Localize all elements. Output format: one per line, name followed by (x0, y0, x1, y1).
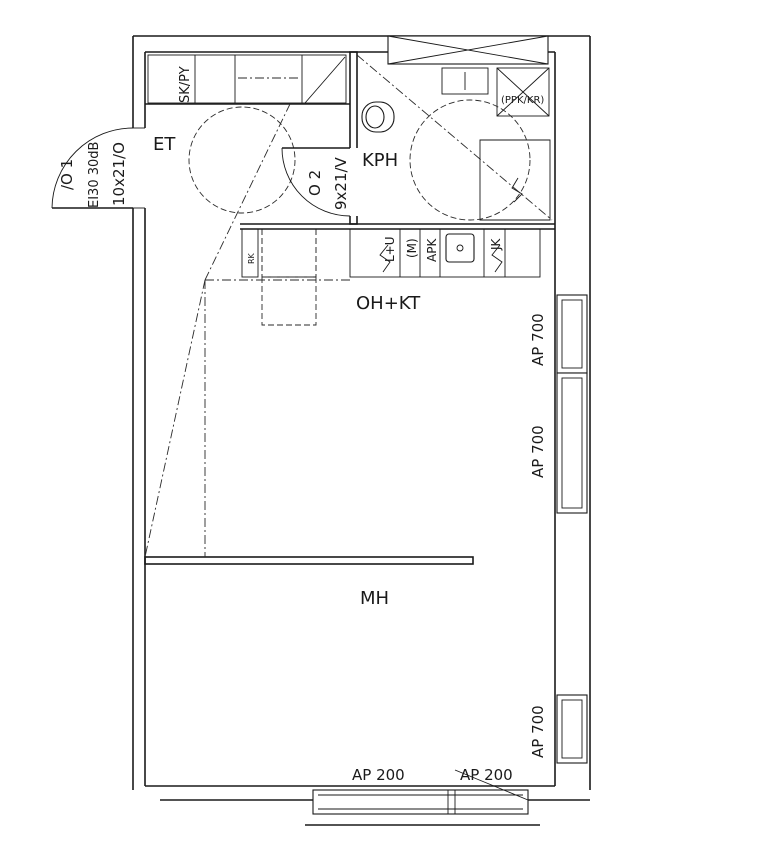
bath-door-code-label: O 2 (306, 170, 324, 196)
washer-dryer-label: (PPK/KR) (501, 95, 544, 106)
entry-door-rating-label: EI30 30dB (87, 142, 102, 208)
bathroom-door[interactable] (281, 147, 361, 217)
cabinet-label: JK (489, 237, 503, 251)
fridge-freezer-label: L+U (383, 236, 397, 262)
entry-door-size-label: 10x21/O (110, 142, 128, 206)
room-label-bathroom: KPH (362, 150, 398, 171)
room-label-kitchen-living: OH+KT (356, 293, 421, 314)
turning-circle-entry (188, 106, 296, 214)
closet (147, 54, 347, 104)
bath-door-size-label: 9x21/V (332, 156, 350, 210)
window-south-left-label: AP 200 (352, 766, 405, 784)
room-label-entry: ET (153, 134, 176, 155)
microwave-label: (M) (405, 238, 419, 258)
window-south-right-label: AP 200 (460, 766, 513, 784)
entry-door-code-label: /O 1 (58, 159, 76, 190)
window-east-upper-label: AP 700 (529, 313, 547, 366)
kitchen-counter (241, 228, 541, 326)
dishwasher-label: APK (425, 238, 439, 262)
window-south (312, 769, 529, 815)
interior-walls (144, 51, 555, 565)
guide-lines (144, 103, 350, 558)
small-cabinet-label: RK (247, 252, 256, 264)
window-east-middle-label: AP 700 (529, 425, 547, 478)
entry-door[interactable] (51, 127, 147, 209)
window-east-middle (556, 372, 588, 514)
window-east-lower-label: AP 700 (529, 705, 547, 758)
closet-label: SK/PY (178, 66, 193, 103)
window-east-lower (556, 694, 588, 764)
bathroom-fixtures (356, 35, 553, 221)
window-east-upper (556, 294, 588, 374)
room-label-bedroom: MH (360, 588, 389, 609)
